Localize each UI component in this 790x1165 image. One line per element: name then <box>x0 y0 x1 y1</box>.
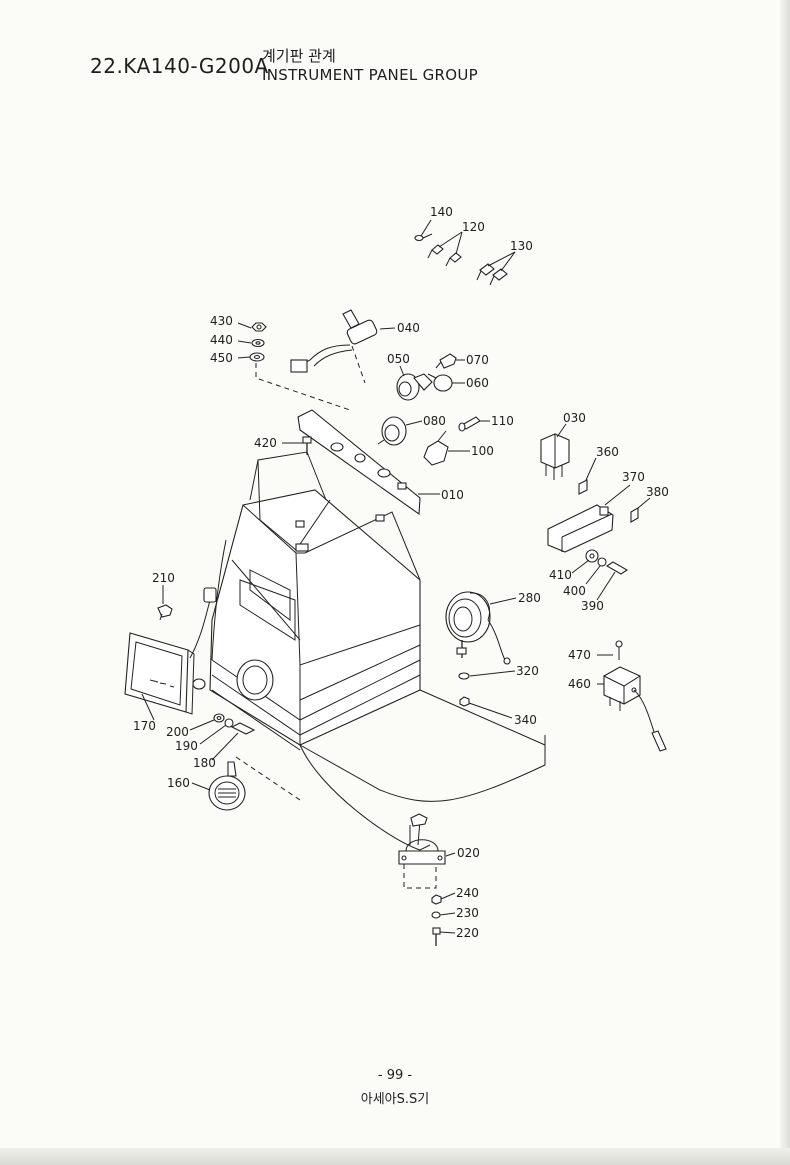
label-200: 200 <box>166 725 189 739</box>
part-240-230-220-hardware <box>431 894 442 946</box>
label-060: 060 <box>466 376 489 390</box>
part-280-work-light <box>445 591 511 665</box>
label-430: 430 <box>210 314 233 328</box>
label-420: 420 <box>254 436 277 450</box>
part-360-fuse <box>578 479 588 495</box>
label-190: 190 <box>175 739 198 753</box>
label-130: 130 <box>510 239 533 253</box>
floor-outline <box>235 689 546 851</box>
part-170-headlight <box>124 587 217 715</box>
label-460: 460 <box>568 677 591 691</box>
part-060-gauge-connector <box>427 373 453 392</box>
label-030: 030 <box>563 411 586 425</box>
label-070: 070 <box>466 353 489 367</box>
label-400: 400 <box>563 584 586 598</box>
label-080: 080 <box>423 414 446 428</box>
part-160-horn <box>208 761 246 811</box>
part-140-bulb-clip <box>414 233 433 242</box>
label-240: 240 <box>456 886 479 900</box>
part-040-key-switch <box>290 309 378 384</box>
footer-company: 아세아S.S기 <box>360 1092 430 1107</box>
label-100: 100 <box>471 444 494 458</box>
part-380-fuse <box>630 507 639 523</box>
part-070-gauge-bulb <box>435 353 457 369</box>
part-080-gauge <box>377 416 407 446</box>
part-460-flasher-unit <box>603 666 667 752</box>
part-110-bolt <box>458 416 481 432</box>
label-040: 040 <box>397 321 420 335</box>
label-340: 340 <box>514 713 537 727</box>
label-280: 280 <box>518 591 541 605</box>
label-210: 210 <box>152 571 175 585</box>
part-030-relay <box>540 433 570 480</box>
label-410: 410 <box>549 568 572 582</box>
part-020-bracket <box>398 813 446 889</box>
label-470: 470 <box>568 648 591 662</box>
label-010: 010 <box>441 488 464 502</box>
section-title-korean: 계기판 관계 <box>262 47 336 65</box>
part-470-bolt <box>615 640 623 660</box>
label-380: 380 <box>646 485 669 499</box>
label-360: 360 <box>596 445 619 459</box>
dashboard-housing <box>209 451 421 751</box>
label-160: 160 <box>167 776 190 790</box>
label-390: 390 <box>581 599 604 613</box>
part-100-switch <box>423 430 449 466</box>
label-220: 220 <box>456 926 479 940</box>
label-050: 050 <box>387 352 410 366</box>
part-130-bulbs <box>476 263 508 286</box>
part-210-connector <box>157 604 173 621</box>
label-180: 180 <box>193 756 216 770</box>
part-number-labels: 140 120 130 430 440 450 040 050 070 060 … <box>133 205 669 940</box>
part-200-190-180-hardware <box>213 713 256 735</box>
label-170: 170 <box>133 719 156 733</box>
part-430-440-450-hardware <box>249 322 351 411</box>
part-050-gauge-socket <box>396 373 433 401</box>
part-340-nut <box>459 696 470 707</box>
label-120: 120 <box>462 220 485 234</box>
label-230: 230 <box>456 906 479 920</box>
label-320: 320 <box>516 664 539 678</box>
page-edge-shadow <box>780 0 790 1165</box>
label-370: 370 <box>622 470 645 484</box>
page-number: - 99 - <box>377 1068 413 1083</box>
label-020: 020 <box>457 846 480 860</box>
part-410-400-390-hardware <box>585 549 629 575</box>
part-010-instrument-panel-plate <box>297 409 421 516</box>
label-440: 440 <box>210 333 233 347</box>
label-450: 450 <box>210 351 233 365</box>
section-code: 22.KA140-G200A <box>90 54 269 78</box>
section-title-english: INSTRUMENT PANEL GROUP <box>262 66 478 84</box>
leader-lines <box>141 219 651 934</box>
label-140: 140 <box>430 205 453 219</box>
page-bottom-edge <box>0 1148 790 1165</box>
label-110: 110 <box>491 414 514 428</box>
part-320-washer <box>458 672 470 680</box>
part-370-fuse-holder <box>547 504 614 553</box>
part-120-bulbs <box>427 244 462 267</box>
